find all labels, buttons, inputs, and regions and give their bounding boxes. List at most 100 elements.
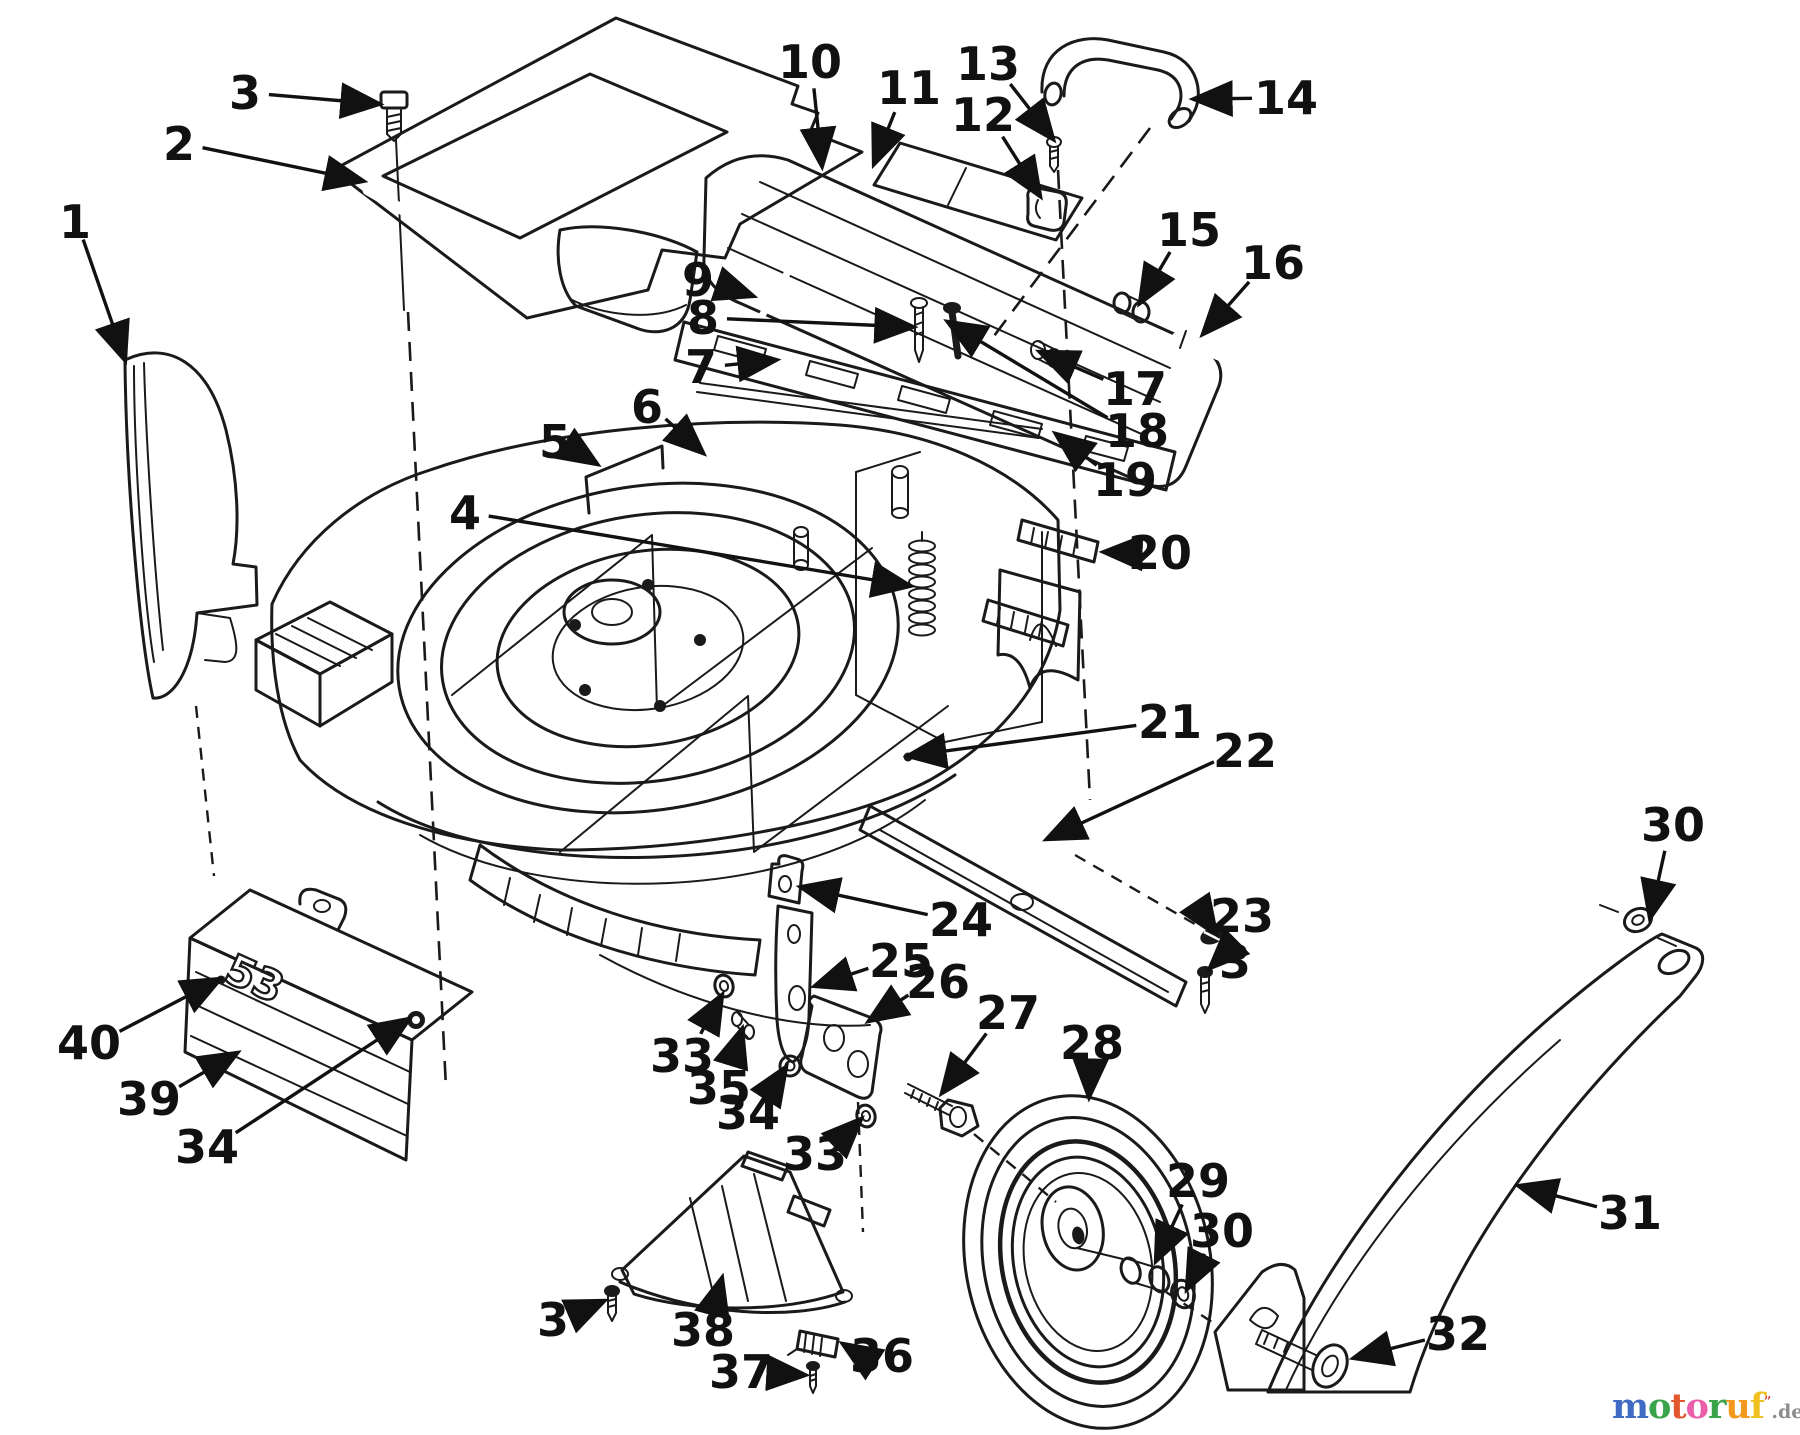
tie-rod-9 (740, 246, 805, 350)
part-number: 35 (687, 1061, 751, 1115)
height-adjuster-cluster (713, 854, 980, 1138)
callout-14-13: 14 (1188, 71, 1318, 125)
axle-parts (1119, 1256, 1349, 1392)
part-number: 34 (175, 1120, 239, 1174)
callout-7-6: 7 (685, 340, 782, 394)
callout-27-27: 27 (938, 986, 1040, 1098)
callout-38-42: 38 (671, 1272, 735, 1357)
callout-15-14: 15 (1137, 203, 1221, 308)
part-number: 31 (1598, 1186, 1662, 1240)
part-number: 15 (1157, 203, 1221, 257)
leader-line (710, 266, 759, 302)
part-number: 14 (1254, 71, 1318, 125)
callout-3-23: 3 (1206, 927, 1251, 989)
leader-line (726, 306, 919, 344)
leader-line (1001, 135, 1043, 201)
rack-20 (981, 518, 1100, 690)
leader-line (178, 1050, 242, 1089)
leader-line (864, 984, 912, 1025)
watermark-letter: m (1612, 1386, 1649, 1427)
part-number: 12 (951, 88, 1015, 142)
leader-line (1206, 927, 1251, 972)
part-number: 6 (631, 380, 663, 434)
leader-line (1348, 1330, 1426, 1367)
callout-40-40: 40 (57, 976, 225, 1070)
leader-line (554, 427, 602, 467)
leader-line (712, 1023, 749, 1072)
leader-line (488, 514, 916, 598)
leader-line (1199, 280, 1251, 339)
part-number: 25 (869, 934, 933, 988)
callout-21-20: 21 (902, 695, 1202, 770)
leader-line (1153, 1203, 1189, 1267)
leader-line (202, 146, 369, 192)
callout-30-31: 30 (1640, 798, 1705, 924)
callout-13-12: 13 (956, 37, 1057, 144)
leader-line (81, 239, 130, 366)
part-number: 30 (1190, 1204, 1254, 1258)
leader-line (838, 1341, 886, 1381)
callout-30-30: 30 (1184, 1204, 1254, 1294)
callout-22-21: 22 (1041, 724, 1277, 842)
callout-11-10: 11 (871, 61, 941, 170)
leader-line (1513, 1178, 1598, 1214)
leader-line (809, 956, 869, 992)
part-number: 37 (709, 1345, 773, 1399)
part-number: 24 (929, 893, 993, 947)
part-number: 17 (1103, 362, 1167, 416)
plate-5 (584, 444, 665, 515)
part-number: 28 (1060, 1016, 1124, 1070)
callout-12-11: 12 (951, 88, 1043, 201)
part-number: 21 (1138, 695, 1202, 749)
part-number: 4 (449, 486, 481, 540)
callout-39-39: 39 (117, 1050, 242, 1126)
deck-corner-ribs (254, 600, 394, 728)
part-number: 1 (59, 195, 91, 249)
part-number: 19 (1093, 453, 1157, 507)
leader-line (943, 319, 1109, 420)
part-number: 36 (850, 1329, 914, 1383)
callout-17-16: 17 (1034, 349, 1167, 416)
leader-line (687, 990, 725, 1038)
leader-line (871, 111, 906, 170)
leader-line (1188, 80, 1253, 117)
leader-line (662, 413, 708, 457)
part-number: 5 (539, 415, 571, 469)
part-number: 2 (163, 117, 195, 171)
callout-35-35: 35 (687, 1023, 751, 1115)
callout-29-29: 29 (1153, 1154, 1230, 1267)
side-panel-31 (1266, 904, 1705, 1394)
discharge-chute (123, 351, 259, 700)
callout-4-3: 4 (449, 486, 916, 598)
callout-9-8: 9 (682, 253, 759, 307)
callout-10-9: 10 (778, 35, 842, 172)
callout-33-37: 33 (783, 1115, 865, 1181)
callout-2-1: 2 (163, 117, 369, 192)
callout-34-38: 34 (175, 1015, 414, 1174)
wheel-28 (962, 1094, 1214, 1430)
part-number: 18 (1105, 404, 1169, 458)
watermark-letter: f (1749, 1386, 1765, 1427)
callout-33-34: 33 (650, 990, 725, 1083)
leader-line (799, 88, 837, 172)
callout-37-44: 37 (709, 1345, 811, 1399)
leader-line (1034, 349, 1104, 385)
part-number: 10 (778, 35, 842, 89)
watermark-letter: o (1685, 1386, 1709, 1427)
part-number: 33 (650, 1029, 714, 1083)
part-number: 39 (117, 1072, 181, 1126)
part-number: 11 (877, 61, 941, 115)
callout-32-33: 32 (1348, 1307, 1490, 1367)
watermark-motoruf: motoruf”.de (1612, 1386, 1800, 1430)
callout-24-24: 24 (795, 877, 993, 947)
leader-line (795, 877, 929, 917)
watermark-letter: r (1707, 1386, 1726, 1427)
leader-line (724, 345, 782, 383)
part-number: 9 (682, 253, 714, 307)
leader-line (765, 1354, 811, 1392)
leader-line (749, 1062, 789, 1110)
spring-4 (793, 526, 936, 637)
leader-line (1051, 430, 1098, 473)
callout-28-28: 28 (1060, 1016, 1124, 1103)
